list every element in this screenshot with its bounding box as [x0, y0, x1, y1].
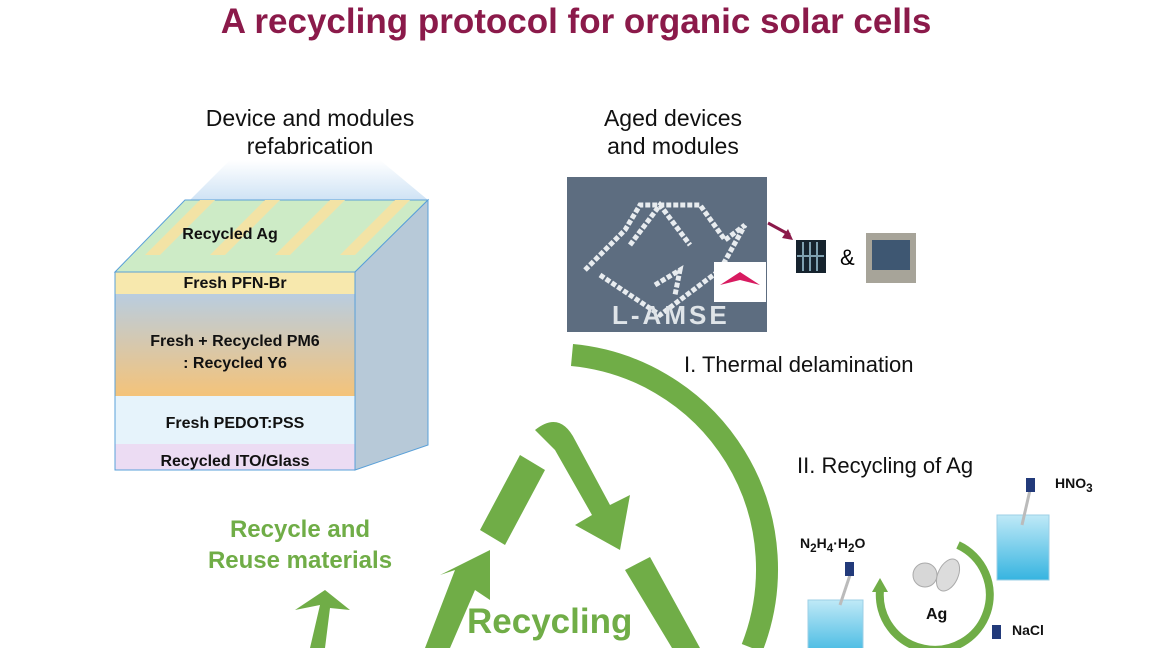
n2h4-s3: 2 — [848, 541, 855, 555]
layer-ito: Recycled ITO/Glass — [160, 453, 310, 470]
device-stack — [113, 198, 430, 471]
center-recycling-label: Recycling — [467, 602, 633, 641]
aged-heading-line1: Aged devices — [603, 105, 743, 131]
label-nacl: NaCl — [1012, 622, 1044, 638]
aged-heading: Aged devices and modules — [573, 104, 773, 160]
layer-ag: Recycled Ag — [182, 226, 278, 243]
label-ag: Ag — [926, 606, 948, 623]
label-n2h4: N2H4·H2O — [800, 535, 865, 555]
layer-pfn: Fresh PFN-Br — [183, 275, 287, 292]
hno3-sub: 3 — [1086, 481, 1093, 495]
n2h4-a: N — [800, 535, 811, 551]
light-glow — [190, 160, 428, 200]
step-recycling-ag: II. Recycling of Ag — [797, 453, 974, 478]
layer-active-1: Fresh + Recycled PM6 — [150, 333, 320, 350]
n2h4-d: O — [854, 535, 866, 551]
lamse-logo — [714, 262, 766, 302]
beaker-n2h4 — [807, 562, 864, 648]
photo-logo-text: L-AMSE — [612, 300, 730, 330]
layer-active-2: : Recycled Y6 — [183, 355, 287, 372]
n2h4-b: H — [816, 535, 827, 551]
beaker-hno3 — [996, 478, 1050, 581]
recycle-triangle-arrows — [295, 422, 700, 648]
n2h4-c: ·H — [833, 535, 848, 551]
label-hno3: HNO3 — [1055, 475, 1093, 495]
silver-pellet — [912, 562, 938, 588]
refab-heading-line2: refabrication — [246, 133, 374, 159]
refab-heading-line1: Device and modules — [205, 105, 415, 131]
n2h4-s1: 2 — [810, 541, 817, 555]
step-thermal-delamination: I. Thermal delamination — [684, 352, 914, 377]
reuse-line2: Reuse materials — [207, 547, 393, 574]
dropper-nacl — [992, 625, 1001, 639]
ampersand: & — [840, 245, 855, 270]
refab-heading: Device and modules refabrication — [180, 104, 440, 160]
reuse-label: Recycle and Reuse materials — [185, 514, 415, 576]
hno3-text: HNO — [1055, 475, 1087, 491]
diagram-title: A recycling protocol for organic solar c… — [220, 2, 932, 41]
n2h4-s2: 4 — [826, 541, 834, 555]
big-cycle-arrow — [570, 344, 778, 648]
photo-pattern — [583, 200, 748, 319]
reuse-line1: Recycle and — [229, 516, 371, 543]
aged-heading-line2: and modules — [607, 133, 739, 159]
ag-cycle-arrow — [875, 541, 994, 648]
layer-pedot: Fresh PEDOT:PSS — [165, 415, 305, 432]
